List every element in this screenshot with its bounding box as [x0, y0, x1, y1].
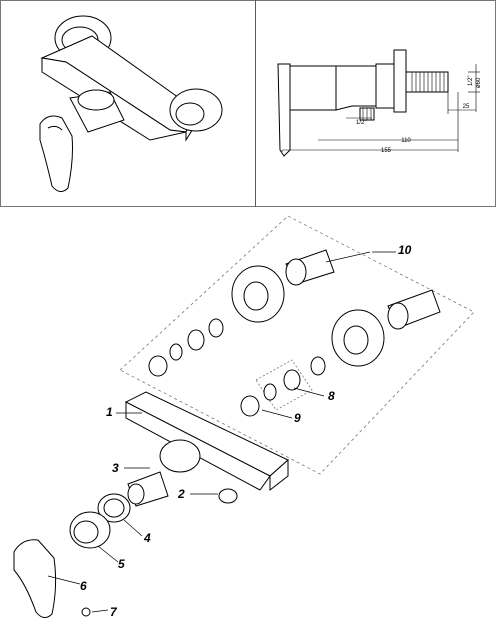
part-7-label: 7: [110, 605, 118, 619]
dim-inlet-thread-label: 1/2": [468, 76, 474, 86]
part-1-body-end: [269, 458, 289, 492]
part-8-enclosure: [255, 359, 313, 411]
right-rosette-inner: [175, 102, 205, 126]
housing-top: [77, 89, 115, 111]
dimension-lines: [281, 64, 480, 152]
part-1-housing: [159, 439, 201, 473]
part-4-nut-hole: [103, 498, 125, 518]
dim-outlet-thread-label: 1/2": [356, 120, 366, 126]
upper-washer-2: [169, 343, 183, 361]
side-eccentric: [405, 71, 449, 93]
part-10-label: 10: [398, 243, 412, 257]
side-body-rear: [335, 65, 377, 111]
lower-eccentric-face: [387, 302, 409, 330]
part-1-label: 1: [106, 405, 113, 419]
upper-eccentric-face: [285, 258, 307, 286]
part-6-lever: [13, 539, 57, 618]
upper-rosette-assembly: [231, 249, 335, 323]
part-10-enclosure: [119, 215, 475, 475]
lever-handle: [39, 115, 73, 192]
side-lever: [277, 63, 291, 157]
part-5-cover-hole: [73, 520, 99, 544]
upper-washer-1: [208, 318, 224, 338]
lower-washer-1: [310, 356, 326, 376]
part-2-outlet: [218, 488, 238, 504]
part-2-label: 2: [177, 487, 185, 501]
upper-fitting: [187, 329, 205, 351]
part-8-fitting: [283, 369, 301, 391]
part-4-label: 4: [143, 531, 151, 545]
lower-rosette-assembly: [331, 289, 441, 367]
perspective-view-mixer: [39, 15, 223, 192]
lower-washer-2: [263, 383, 277, 401]
side-nut: [375, 63, 395, 109]
part-7-screw: [81, 607, 91, 617]
part-5-label: 5: [118, 557, 125, 571]
upper-nut: [148, 355, 168, 377]
side-rosette: [393, 49, 407, 113]
part-1-body-top: [124, 391, 289, 477]
dim-155-label: 155: [381, 148, 392, 154]
exploded-parts: [13, 249, 441, 618]
lever-detail: [47, 125, 63, 131]
part-8-label: 8: [328, 389, 335, 403]
part-3-stem: [127, 483, 145, 505]
part-9-label: 9: [294, 411, 301, 425]
side-view-mixer: [277, 49, 480, 157]
part-6-label: 6: [80, 579, 87, 593]
dim-height-label: ø60: [476, 77, 482, 88]
lower-rosette-hole: [343, 325, 369, 355]
part-9-nut: [240, 395, 260, 417]
dim-25-label: 25: [463, 104, 470, 110]
part-leader-lines: [47, 251, 396, 613]
dim-110-label: 110: [401, 138, 411, 144]
upper-rosette-hole: [243, 281, 269, 311]
part-3-label: 3: [112, 461, 119, 475]
